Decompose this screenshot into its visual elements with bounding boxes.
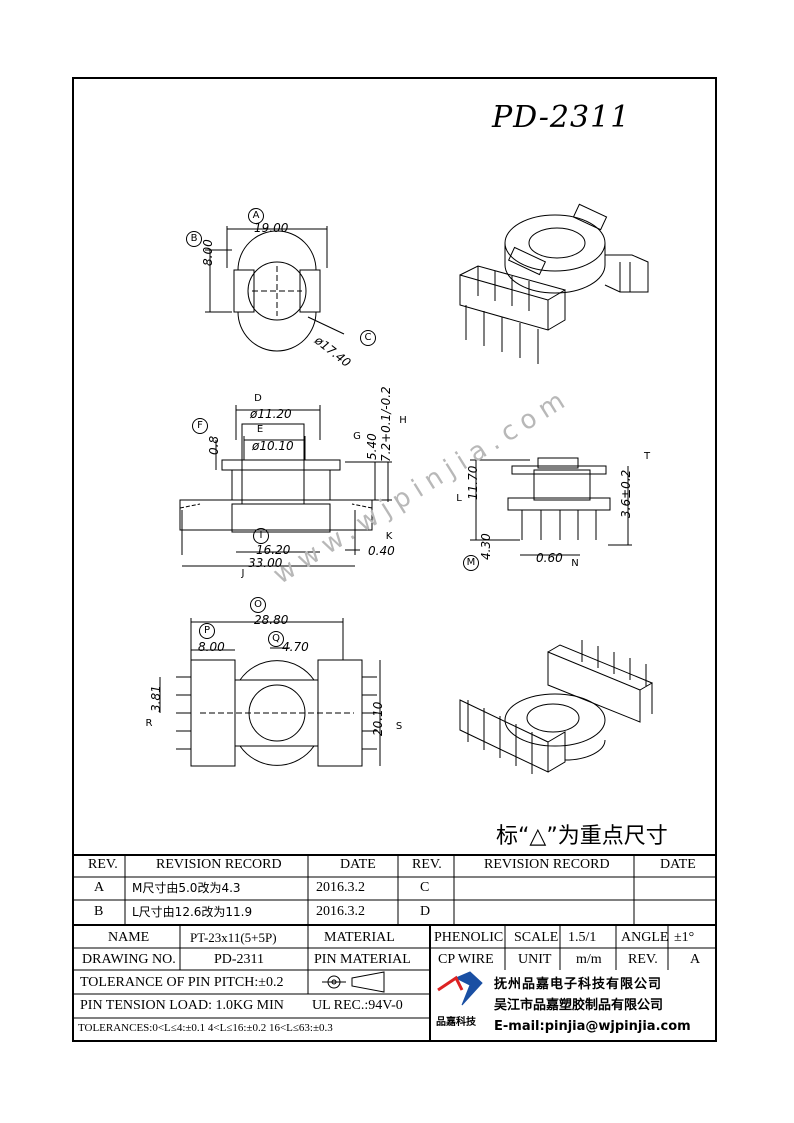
dim-a: 19.00: [254, 221, 289, 235]
name-value: PT-23x11(5+5P): [190, 930, 277, 945]
dim-h: 7.2+0.1/-0.2: [379, 386, 393, 462]
dim-q: 4.70: [282, 640, 309, 654]
callout-f: F: [192, 418, 208, 434]
callout-b: B: [186, 231, 202, 247]
bottom-view: [159, 618, 381, 767]
callout-d: D: [254, 393, 262, 404]
pin-pitch-tolerance: TOLERANCE OF PIN PITCH:±0.2: [80, 975, 284, 990]
dim-f: 0.8: [207, 435, 221, 455]
rev-header-1: REV.: [88, 857, 118, 872]
date-header-2: DATE: [660, 857, 696, 872]
callout-t: T: [643, 451, 651, 462]
scale-label: SCALE: [514, 930, 559, 945]
callout-g: G: [353, 431, 361, 442]
angle-value: ±1°: [674, 930, 695, 945]
drawing-no-label: DRAWING NO.: [82, 952, 176, 967]
unit-label: UNIT: [518, 952, 552, 967]
rev-b-record: L尺寸由12.6改为11.9: [132, 905, 253, 919]
rev-label: REV.: [628, 952, 658, 967]
rev-b: B: [94, 904, 104, 919]
dim-r: 3.81: [149, 685, 163, 712]
company-logo-text: 品嘉科技: [436, 1017, 476, 1028]
ul-rec: UL REC.:94V-0: [312, 998, 403, 1013]
dim-t: 3.6±0.2: [619, 469, 633, 518]
callout-o: O: [250, 597, 266, 613]
drawing-no-value: PD-2311: [214, 952, 265, 967]
callout-j: J: [241, 568, 245, 579]
dim-n: 0.60: [536, 551, 563, 565]
rev-a-date: 2016.3.2: [316, 880, 365, 895]
callout-c: C: [360, 330, 376, 346]
scale-value: 1.5/1: [568, 930, 597, 945]
key-dimension-note: 标“△”为重点尺寸: [496, 824, 668, 849]
drawing-frame: [72, 77, 717, 1042]
drawing-title: PD-2311: [492, 100, 631, 135]
dim-e: ø10.10: [252, 439, 294, 453]
callout-h: H: [399, 415, 407, 426]
rev-b-date: 2016.3.2: [316, 904, 365, 919]
rev-d: D: [420, 904, 431, 919]
dim-j: 33.00: [248, 556, 283, 570]
callout-s: S: [395, 721, 403, 732]
dim-d: ø11.20: [250, 407, 292, 421]
company-name-1: 抚州品嘉电子科技有限公司: [494, 977, 663, 992]
callout-q: Q: [268, 631, 284, 647]
callout-m: M: [463, 555, 479, 571]
dim-o: 28.80: [254, 613, 289, 627]
isometric-top-view: [459, 203, 649, 364]
tolerances: TOLERANCES:0<L≤4:±0.1 4<L≤16:±0.2 16<L≤6…: [78, 1022, 333, 1034]
revision-record-header-1: REVISION RECORD: [156, 857, 282, 872]
name-label: NAME: [108, 930, 150, 945]
callout-r: R: [145, 718, 153, 729]
pin-tension-load: PIN TENSION LOAD: 1.0KG MIN: [80, 998, 284, 1013]
side-view: [470, 457, 632, 556]
rev-header-2: REV.: [412, 857, 442, 872]
dim-p: 8.00: [198, 640, 225, 654]
callout-l: L: [456, 493, 462, 504]
callout-k: K: [385, 531, 393, 542]
top-view: [205, 226, 345, 352]
company-email: E-mail:pinjia@wjpinjia.com: [494, 1019, 691, 1034]
callout-n: N: [571, 558, 579, 569]
dim-k: 0.40: [368, 544, 395, 558]
rev-c: C: [420, 880, 430, 895]
callout-e: E: [256, 424, 264, 435]
angle-label: ANGLE: [621, 930, 669, 945]
front-view: [179, 405, 392, 567]
material-label: MATERIAL: [324, 930, 395, 945]
title-block-lines: [72, 854, 717, 1042]
isometric-bottom-view: [459, 640, 654, 774]
company-name-2: 吴江市品嘉塑胶制品有限公司: [494, 998, 664, 1013]
dim-l: 11.70: [466, 465, 480, 500]
callout-i: I: [253, 528, 269, 544]
rev-value: A: [690, 952, 701, 967]
rev-a: A: [94, 880, 105, 895]
dim-s: 20.10: [371, 701, 385, 736]
callout-a: A: [248, 208, 264, 224]
pin-material-value: CP WIRE: [438, 952, 494, 967]
material-value: PHENOLIC: [434, 930, 504, 945]
revision-record-header-2: REVISION RECORD: [484, 857, 610, 872]
dim-g: 5.40: [365, 433, 379, 460]
date-header-1: DATE: [340, 857, 376, 872]
dim-b: 8.00: [201, 239, 215, 266]
pin-material-label: PIN MATERIAL: [314, 952, 411, 967]
dim-m: 4.30: [479, 533, 493, 560]
rev-a-record: M尺寸由5.0改为4.3: [132, 881, 241, 895]
callout-p: P: [199, 623, 215, 639]
dim-i: 16.20: [256, 543, 291, 557]
unit-value: m/m: [576, 952, 602, 967]
